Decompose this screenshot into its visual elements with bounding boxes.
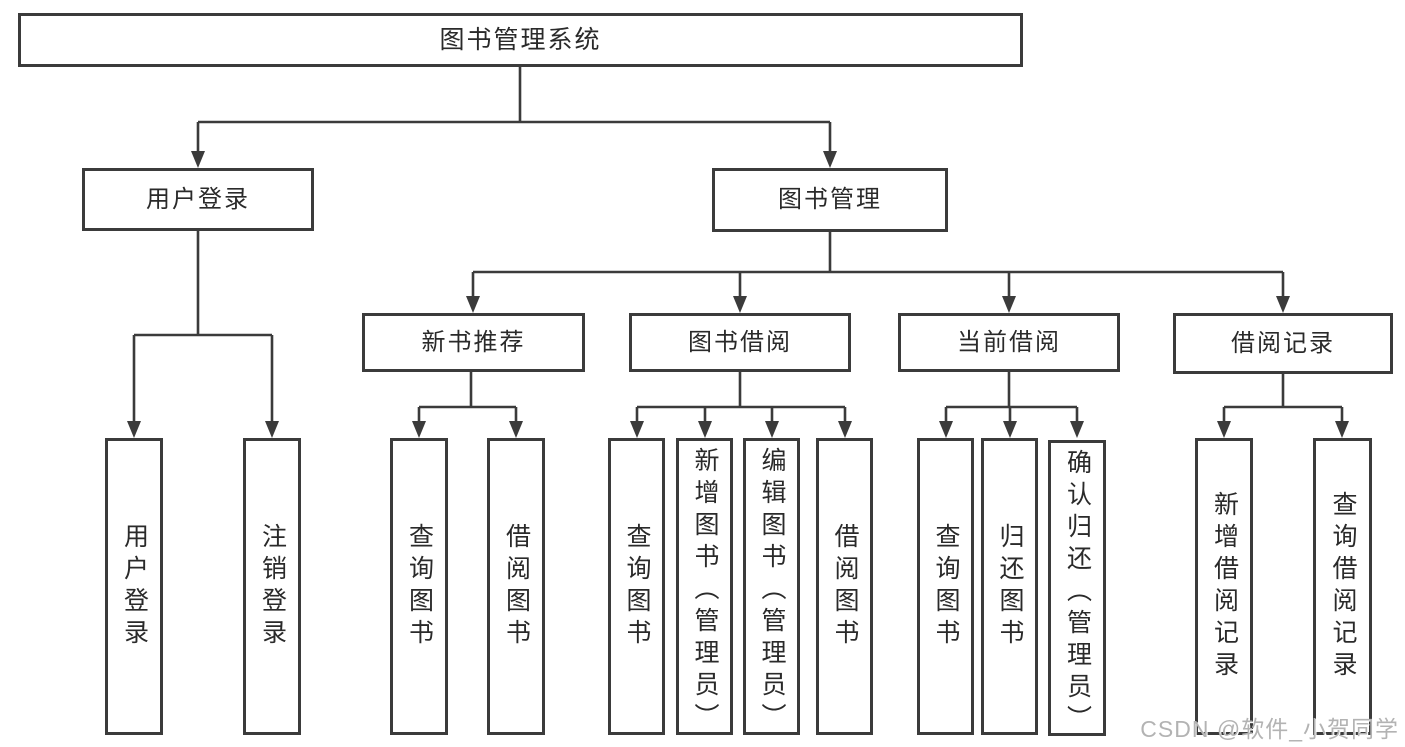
connector-user-login-to-leaves — [127, 231, 279, 438]
leaf-query-books-current: 查询图书 — [917, 438, 974, 735]
leaf-logout: 注销登录 — [243, 438, 301, 735]
node-borrow-records: 借阅记录 — [1173, 313, 1393, 374]
node-book-borrowing: 图书借阅 — [629, 313, 851, 372]
node-new-book-recommend: 新书推荐 — [362, 313, 585, 372]
connector-book-mgmt-to-sections — [466, 232, 1290, 313]
connector-current-borrowing-to-leaves — [939, 372, 1084, 438]
leaf-borrow-books-borrowing: 借阅图书 — [816, 438, 873, 735]
watermark: CSDN @软件_小贺同学 — [1140, 716, 1399, 742]
leaf-return-books: 归还图书 — [981, 438, 1038, 735]
node-root: 图书管理系统 — [18, 13, 1023, 67]
leaf-confirm-return-admin: 确认归还（管理员） — [1048, 440, 1106, 737]
leaf-add-book-admin: 新增图书（管理员） — [676, 438, 733, 735]
leaf-query-books-recommend: 查询图书 — [390, 438, 448, 735]
connector-borrow-records-to-leaves — [1217, 372, 1349, 438]
node-book-mgmt: 图书管理 — [712, 168, 948, 232]
leaf-borrow-books-recommend: 借阅图书 — [487, 438, 545, 735]
node-user-login: 用户登录 — [82, 168, 314, 231]
connector-book-borrowing-to-leaves — [630, 372, 852, 438]
leaf-add-borrow-record: 新增借阅记录 — [1195, 438, 1253, 735]
leaf-query-borrow-record: 查询借阅记录 — [1313, 438, 1372, 735]
leaf-edit-book-admin: 编辑图书（管理员） — [743, 438, 800, 735]
node-current-borrowing: 当前借阅 — [898, 313, 1120, 372]
connector-root-to-level1 — [191, 67, 837, 168]
connector-new-book-rec-to-leaves — [412, 372, 523, 438]
leaf-user-login: 用户登录 — [105, 438, 163, 735]
leaf-query-books-borrowing: 查询图书 — [608, 438, 665, 735]
